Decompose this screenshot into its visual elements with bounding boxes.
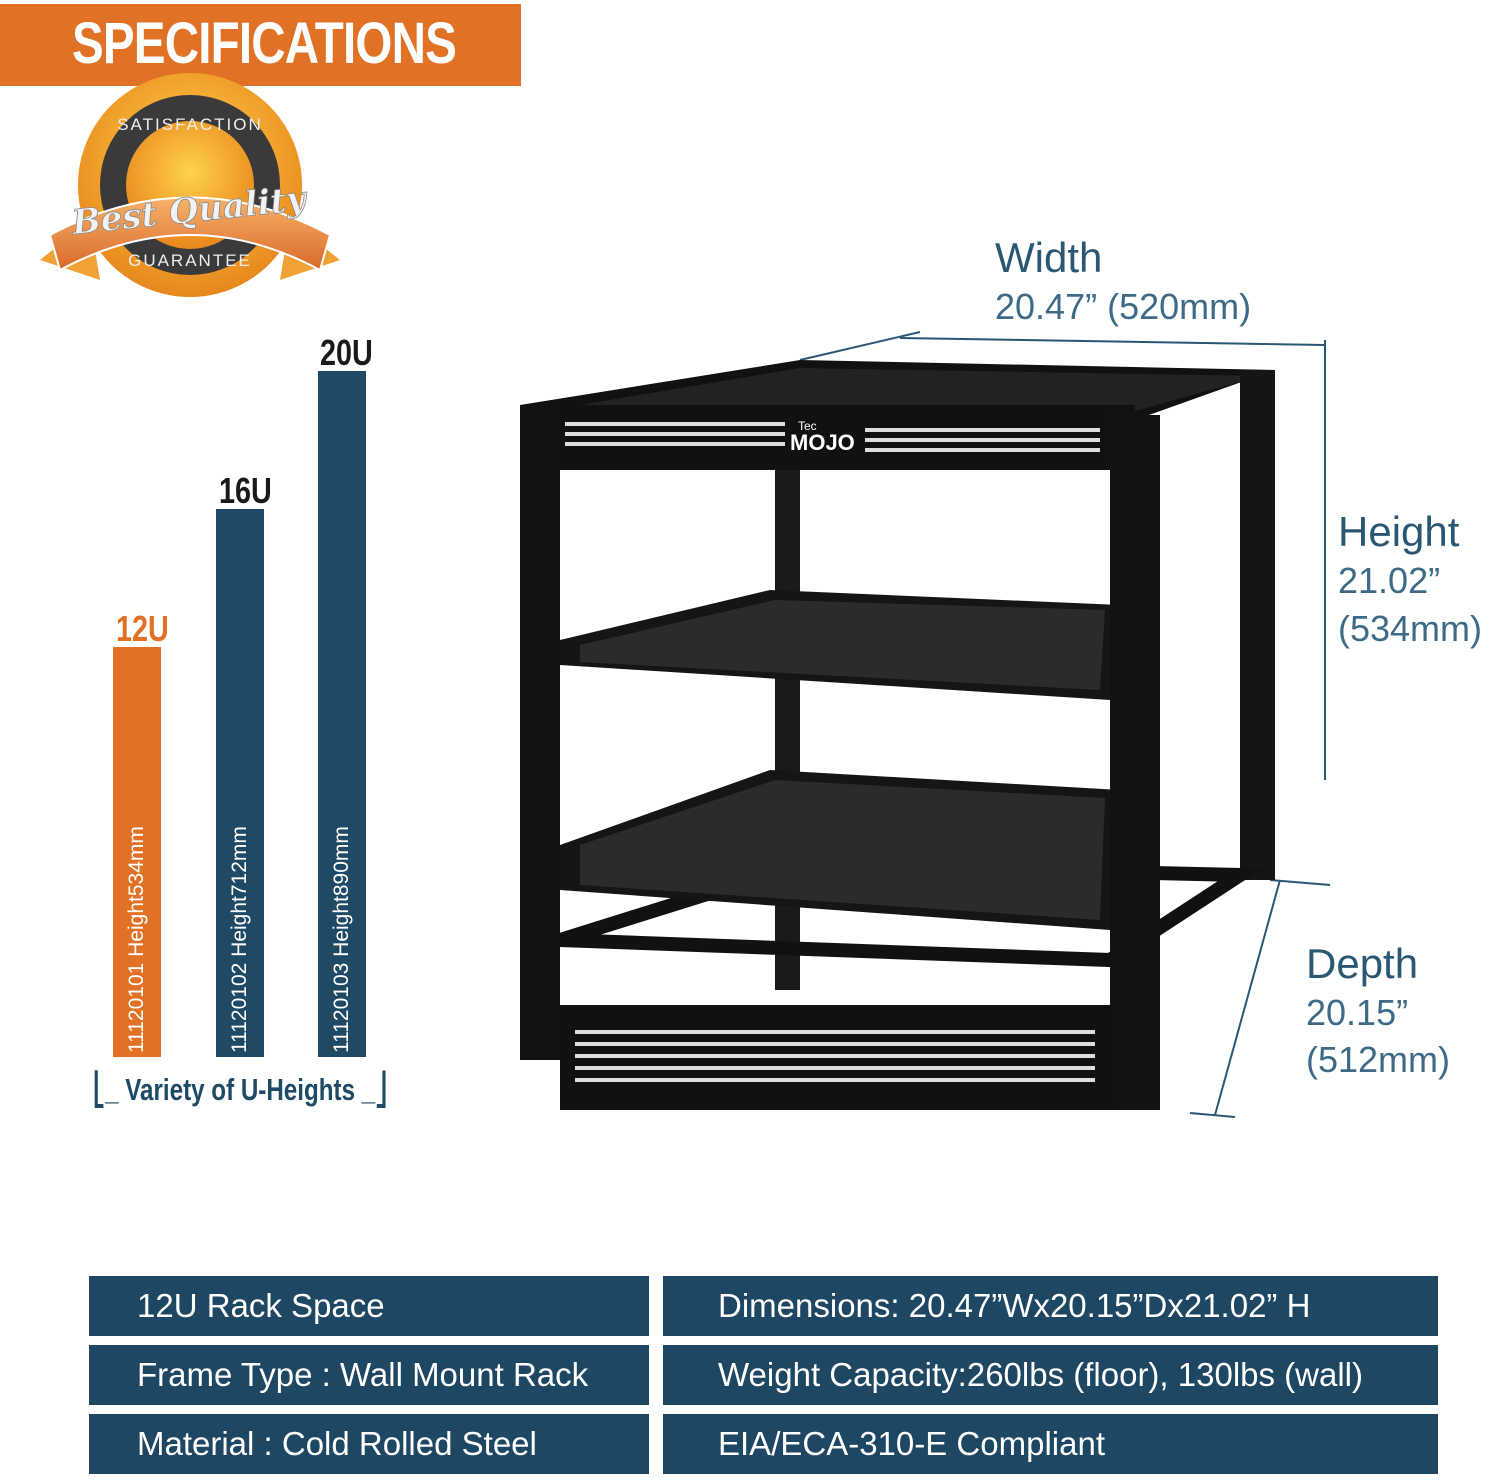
spec-dimensions: Dimensions: 20.47”Wx20.15”Dx21.02” H — [663, 1276, 1438, 1336]
bar-text-20u: 11120103 Height890mm — [330, 826, 353, 1053]
height-value-mm: (534mm) — [1338, 608, 1483, 649]
bar-label-20u: 20U — [320, 332, 373, 373]
bar-text-12u: 11120101 Height534mm — [125, 826, 148, 1053]
depth-title: Depth — [1306, 940, 1419, 987]
depth-value-in: 20.15” — [1306, 992, 1409, 1033]
spec-rack-space: 12U Rack Space — [89, 1276, 649, 1336]
bar-text-16u: 11120102 Height712mm — [228, 826, 251, 1053]
bar-label-16u: 16U — [219, 470, 272, 511]
quality-badge-seal: Best Quality SATISFACTION GUARANTEE — [40, 73, 340, 297]
width-value: 20.47” (520mm) — [995, 286, 1252, 327]
header-banner — [0, 4, 521, 86]
height-title: Height — [1338, 508, 1460, 555]
bar-16u: 11120102 Height712mm — [216, 509, 264, 1057]
dimension-lines — [799, 331, 1331, 1118]
u-heights-caption: ⎣_ Variety of U-Heights _⎦ — [93, 1072, 388, 1107]
page-title: SPECIFICATIONS — [72, 11, 457, 76]
svg-text:GUARANTEE: GUARANTEE — [128, 251, 252, 270]
rack-product-image: Tec MOJO — [520, 331, 1331, 1118]
spec-material: Material : Cold Rolled Steel — [89, 1414, 649, 1474]
spec-frame-type: Frame Type : Wall Mount Rack — [89, 1345, 649, 1405]
bar-20u: 11120103 Height890mm — [318, 371, 366, 1057]
bar-label-12u: 12U — [116, 608, 169, 649]
brand-logo: MOJO — [790, 430, 855, 455]
depth-value-mm: (512mm) — [1306, 1039, 1451, 1080]
svg-text:SATISFACTION: SATISFACTION — [117, 115, 263, 134]
brand-small: Tec — [798, 419, 817, 433]
u-heights-caption-text: Variety of U-Heights — [125, 1072, 356, 1107]
bar-12u: 11120101 Height534mm — [113, 647, 161, 1057]
spec-weight-capacity: Weight Capacity:260lbs (floor), 130lbs (… — [663, 1345, 1438, 1405]
width-title: Width — [995, 234, 1103, 281]
height-value-in: 21.02” — [1338, 560, 1441, 601]
spec-compliance: EIA/ECA-310-E Compliant — [663, 1414, 1438, 1474]
